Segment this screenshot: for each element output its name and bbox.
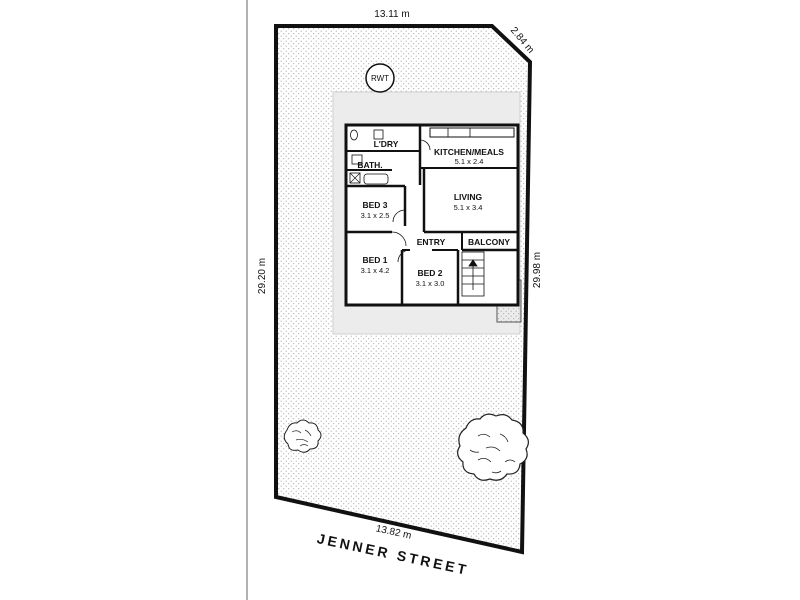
bed1-label: BED 1	[362, 255, 387, 265]
laundry-label: L'DRY	[374, 139, 399, 149]
bath-label: BATH.	[357, 160, 382, 170]
bed3-size: 3.1 x 2.5	[361, 211, 390, 220]
bed1-size: 3.1 x 4.2	[361, 266, 390, 275]
rainwater-tank	[365, 63, 395, 93]
bed2-label: BED 2	[417, 268, 442, 278]
bed3-label: BED 3	[362, 200, 387, 210]
top-boundary-length: 13.11 m	[374, 9, 409, 20]
house-walls	[344, 123, 520, 307]
bed2-size: 3.1 x 3.0	[416, 279, 445, 288]
balcony-label: BALCONY	[468, 237, 510, 247]
rwt-label: RWT	[371, 74, 389, 83]
kitchen-size: 5.1 x 2.4	[455, 157, 484, 166]
entry-stairs	[461, 251, 485, 297]
large-tree	[457, 413, 529, 481]
small-tree	[283, 419, 322, 453]
left-boundary-length: 29.20 m	[257, 258, 268, 294]
kitchen-label: KITCHEN/MEALS	[434, 147, 504, 157]
entry-label: ENTRY	[417, 237, 446, 247]
house-outline	[344, 123, 520, 307]
living-label: LIVING	[454, 192, 483, 202]
living-size: 5.1 x 3.4	[454, 203, 483, 212]
right-boundary-length: 29.98 m	[532, 252, 543, 288]
